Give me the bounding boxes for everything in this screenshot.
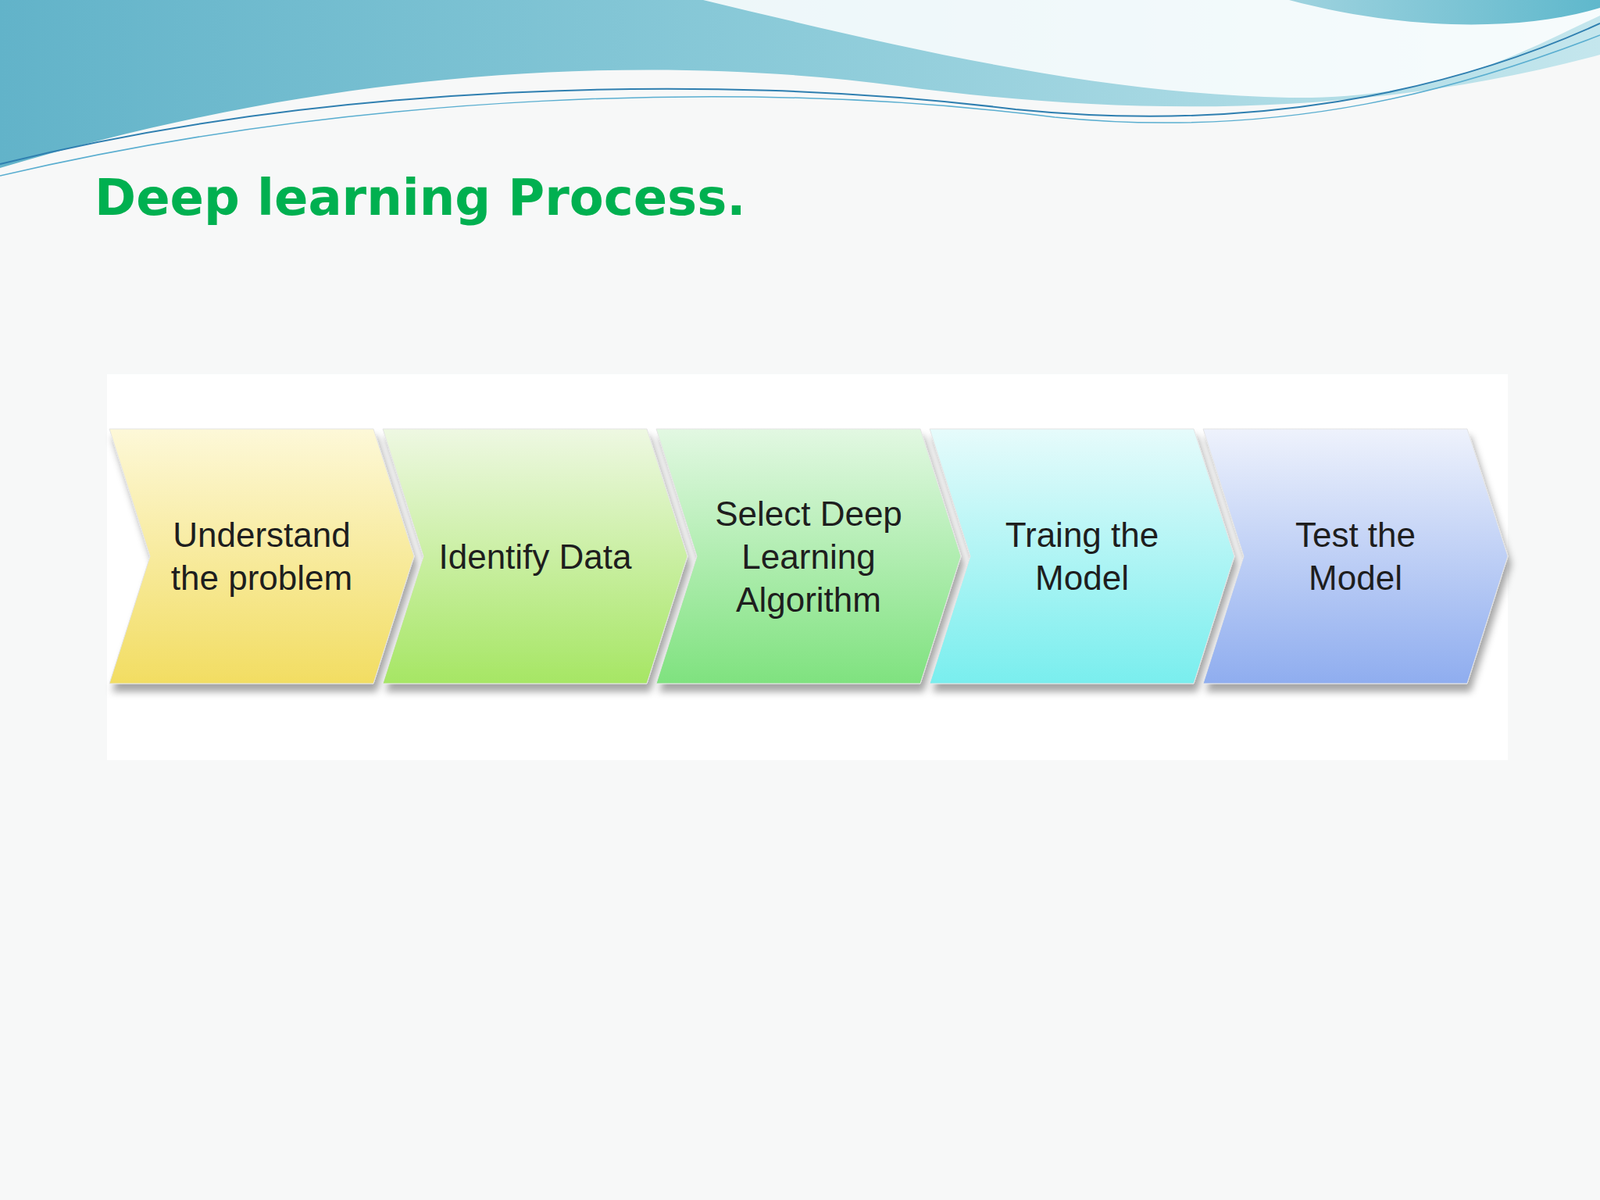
- process-chevron: Traing the Model: [929, 428, 1235, 684]
- step-label: Select Deep Learning Algorithm: [704, 492, 913, 622]
- process-chevron: Test the Model: [1203, 428, 1508, 684]
- chevron-fill: [929, 428, 1235, 684]
- white-swoosh: [703, 0, 1600, 98]
- process-chevron: Select Deep Learning Algorithm: [656, 428, 961, 684]
- process-chevron: Identify Data: [382, 428, 688, 684]
- image-background: [107, 374, 1508, 761]
- chevron-shape: [929, 428, 1235, 684]
- step-label: Understand the problem: [157, 513, 366, 600]
- process-chevron: Understand the problem: [109, 428, 415, 684]
- step-label: Traing the Model: [978, 513, 1186, 600]
- top-wave: [0, 0, 1600, 168]
- chevron-fill: [109, 428, 415, 684]
- step-label: Test the Model: [1251, 513, 1460, 600]
- step-label: Identify Data: [438, 535, 632, 579]
- chevron-fill: [382, 428, 688, 684]
- chevron-fill: [656, 428, 961, 684]
- wave-line: [0, 35, 1600, 176]
- slide-title: Deep learning Process.: [94, 170, 747, 225]
- wave-line: [0, 23, 1600, 165]
- chevron-shape: [109, 428, 415, 684]
- chevron-shape: [1203, 428, 1508, 684]
- chevron-fill: [1203, 428, 1508, 684]
- top-wave-right: [1289, 0, 1600, 25]
